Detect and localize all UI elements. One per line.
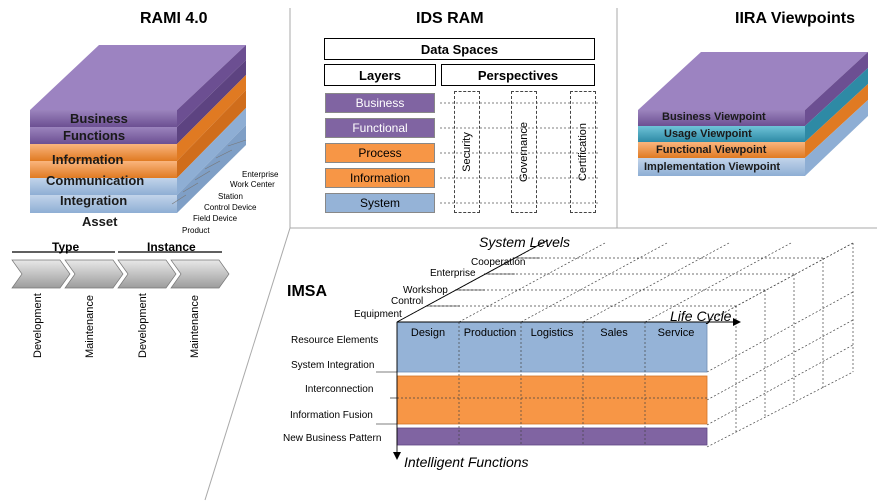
ids-layers-header: Layers [324, 64, 436, 86]
rami-hierarchy-product: Product [182, 226, 210, 235]
rami-title: RAMI 4.0 [140, 10, 208, 27]
iira-viewpoint-implementation: Implementation Viewpoint [644, 161, 781, 173]
ids-data-spaces: Data Spaces [324, 38, 595, 60]
imsa-intelligent-functions-label: Intelligent Functions [404, 454, 529, 470]
ids-perspective-certification: Certification [570, 91, 596, 213]
iira-stack [638, 52, 868, 176]
ids-layer-functional: Functional [325, 118, 435, 138]
ids-layer-process: Process [325, 143, 435, 163]
imsa-function-resource-elements: Resource Elements [291, 335, 379, 346]
imsa-level-cooperation: Cooperation [471, 257, 526, 268]
imsa-level-equipment: Equipment [354, 309, 402, 320]
imsa-system-levels-label: System Levels [479, 234, 571, 250]
rami-layer-business: Business [70, 111, 128, 126]
imsa-life-cycle-label: Life Cycle [670, 308, 732, 324]
rami-layer-integration: Integration [60, 193, 128, 208]
imsa-lifecycle-logistics: Logistics [530, 327, 574, 339]
rami-type-label: Type [52, 240, 80, 254]
rami-cube [30, 45, 247, 213]
rami-hierarchy-enterprise: Enterprise [242, 170, 279, 179]
ids-title: IDS RAM [416, 10, 484, 27]
rami-lifecycle-bar [11, 251, 230, 289]
ids-perspective-security: Security [454, 91, 480, 213]
rami-layer-asset: Asset [82, 214, 118, 229]
ids-perspectives-header: Perspectives [441, 64, 595, 86]
rami-instance-label: Instance [147, 240, 196, 254]
ids-layer-system: System [325, 193, 435, 213]
imsa-function-new-business-pattern: New Business Pattern [283, 433, 382, 444]
rami-layer-communication: Communication [46, 173, 145, 188]
imsa-lifecycle-design: Design [410, 327, 446, 339]
ids-layer-business: Business [325, 93, 435, 113]
imsa-lifecycle-sales: Sales [600, 327, 628, 339]
ids-perspective-governance: Governance [511, 91, 537, 213]
imsa-function-system-integration: System Integration [291, 360, 375, 371]
rami-hierarchy-field-device: Field Device [193, 214, 238, 223]
imsa-lifecycle-production: Production [463, 327, 517, 339]
rami-layer-functions: Functions [63, 128, 126, 143]
iira-viewpoint-usage: Usage Viewpoint [664, 128, 752, 140]
imsa-function-information-fusion: Information Fusion [290, 410, 373, 421]
imsa-level-enterprise: Enterprise [430, 268, 476, 279]
imsa-title: IMSA [287, 283, 327, 300]
ids-layer-information: Information [325, 168, 435, 188]
rami-hierarchy-station: Station [218, 192, 243, 201]
imsa-level-workshop: Workshop [403, 285, 448, 296]
iira-viewpoint-business: Business Viewpoint [662, 111, 766, 123]
rami-hierarchy-work-center: Work Center [230, 180, 275, 189]
imsa-level-control: Control [391, 296, 424, 307]
imsa-function-interconnection: Interconnection [305, 384, 374, 395]
rami-hierarchy-control-device: Control Device [204, 203, 257, 212]
iira-title: IIRA Viewpoints [735, 10, 856, 27]
iira-viewpoint-functional: Functional Viewpoint [656, 144, 767, 156]
rami-layer-information: Information [52, 152, 124, 167]
imsa-lifecycle-service: Service [657, 327, 695, 339]
